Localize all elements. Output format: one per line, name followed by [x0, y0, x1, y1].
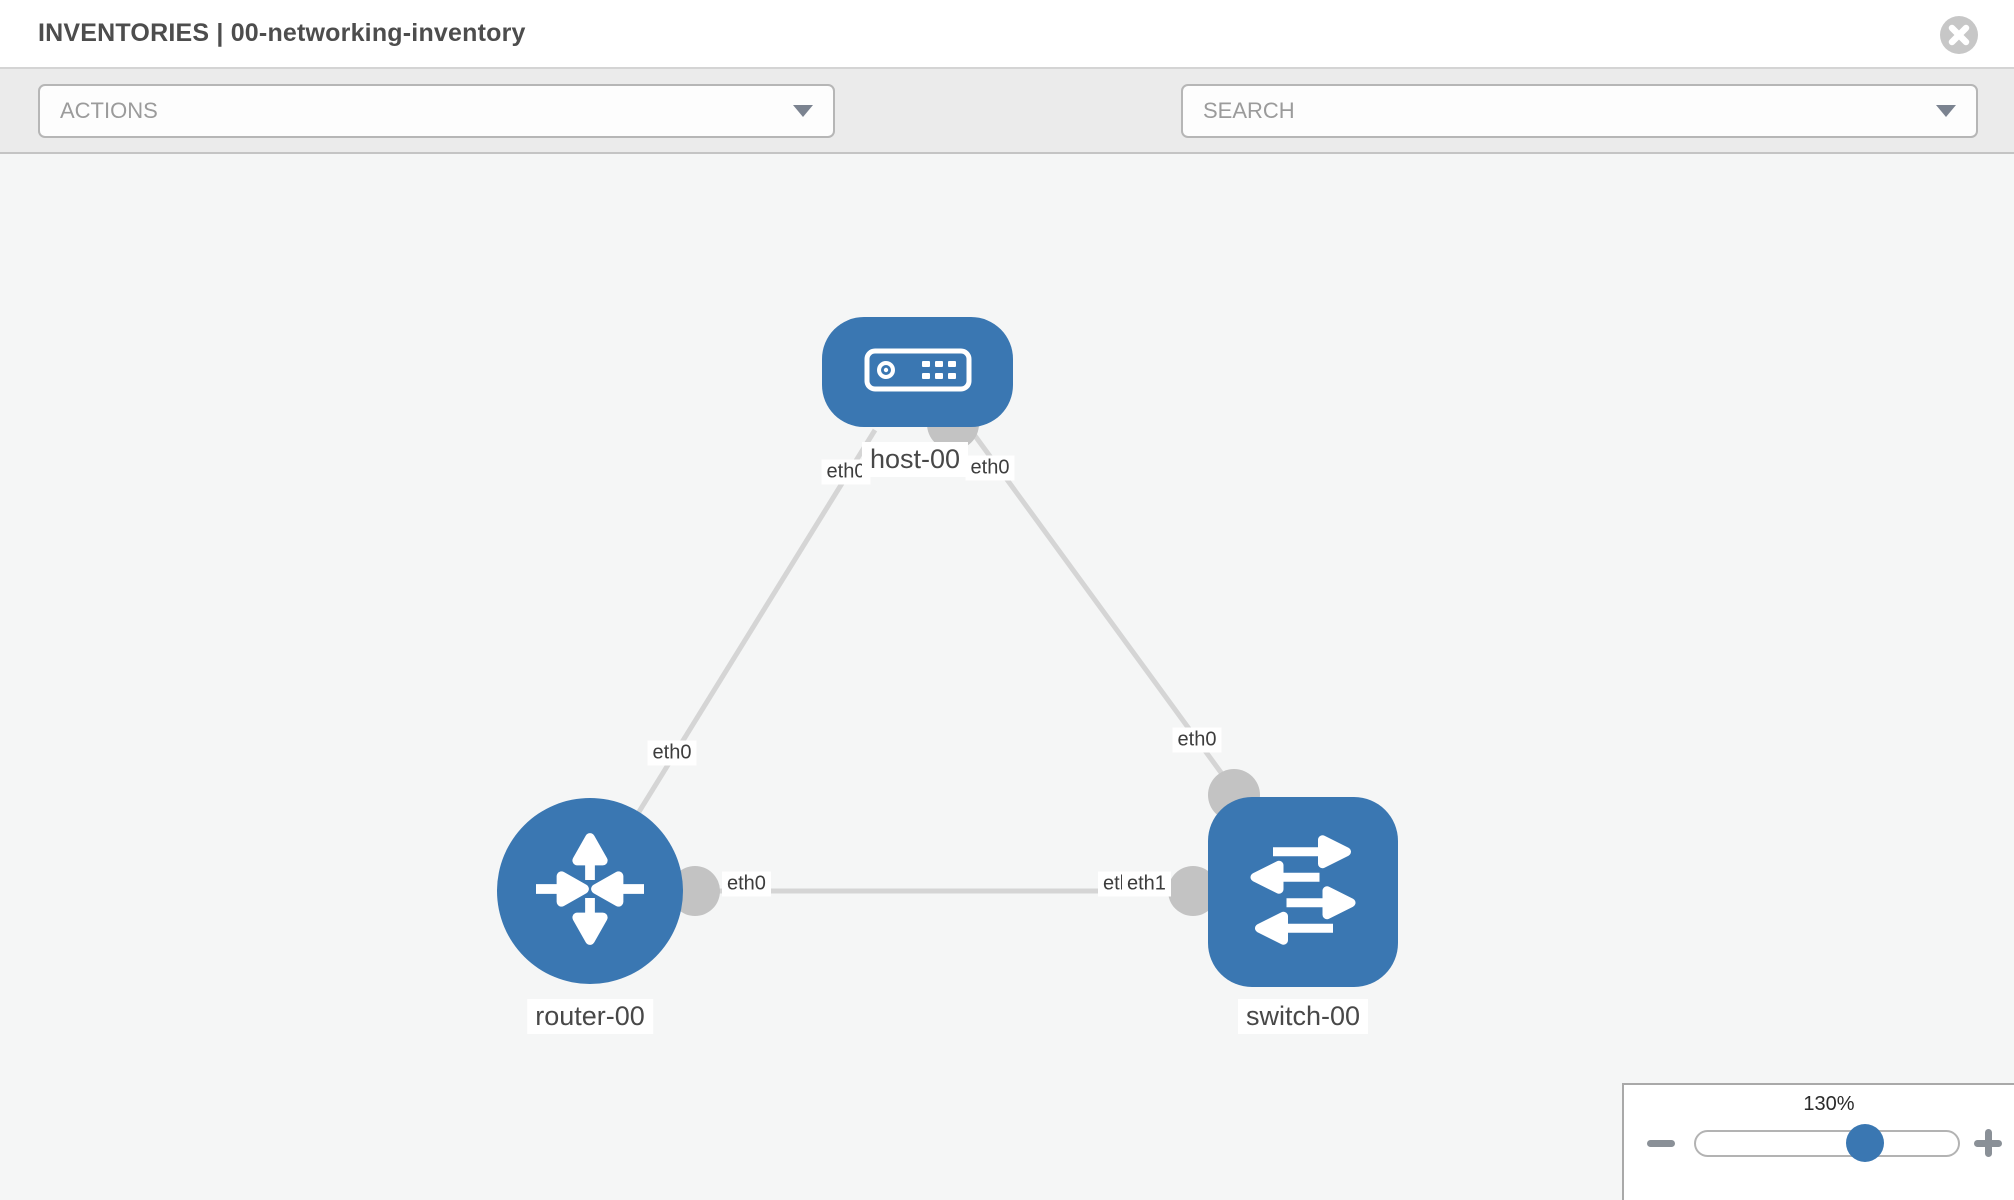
- topology-links-layer: [587, 398, 1260, 916]
- node-router-00[interactable]: [497, 798, 683, 984]
- page-title: INVENTORIES | 00-networking-inventory: [38, 19, 526, 47]
- search-input[interactable]: SEARCH: [1203, 98, 1295, 123]
- zoom-out-button[interactable]: [1647, 1140, 1675, 1147]
- host-icon: [864, 348, 972, 397]
- zoom-panel: 130%: [1622, 1083, 2014, 1200]
- zoom-slider-track[interactable]: [1694, 1130, 1960, 1157]
- if-label-switch-eth1: eth1: [1122, 871, 1171, 897]
- actions-dropdown[interactable]: ACTIONS: [38, 84, 835, 138]
- if-label-router-eth0: eth0: [722, 871, 771, 897]
- zoom-in-button[interactable]: [1974, 1129, 2002, 1157]
- router-icon: [515, 814, 665, 969]
- node-label-switch-00: switch-00: [1237, 999, 1369, 1034]
- node-label-host-00: host-00: [861, 442, 969, 477]
- connector-router-eth0[interactable]: [670, 866, 720, 916]
- if-label-host-eth0-left: eth0: [821, 459, 871, 485]
- node-label-router-00: router-00: [527, 999, 653, 1034]
- node-switch-00[interactable]: [1208, 797, 1398, 987]
- close-button[interactable]: [1940, 16, 1978, 54]
- zoom-level-label: 130%: [1803, 1093, 1855, 1115]
- topology-canvas[interactable]: host-00 router-00 switch-00 eth0 eth0 et…: [0, 154, 2014, 1200]
- zoom-slider-thumb[interactable]: [1846, 1124, 1884, 1162]
- connector-switch-eth1[interactable]: [1168, 866, 1218, 916]
- if-label-router-link-eth0: eth0: [647, 740, 697, 766]
- actions-dropdown-label: ACTIONS: [60, 98, 158, 123]
- if-label-host-eth0-right: eth0: [965, 455, 1015, 481]
- switch-icon: [1228, 815, 1378, 970]
- toolbar: ACTIONS: [0, 69, 2014, 198]
- node-host-00[interactable]: [822, 317, 1013, 427]
- if-label-switch-link-eth0: eth0: [1172, 727, 1222, 753]
- chevron-down-icon: [793, 105, 813, 117]
- header: INVENTORIES | 00-networking-inventory: [0, 0, 2014, 69]
- chevron-down-icon: [1936, 105, 1956, 117]
- search-dropdown[interactable]: SEARCH: [1181, 84, 1978, 138]
